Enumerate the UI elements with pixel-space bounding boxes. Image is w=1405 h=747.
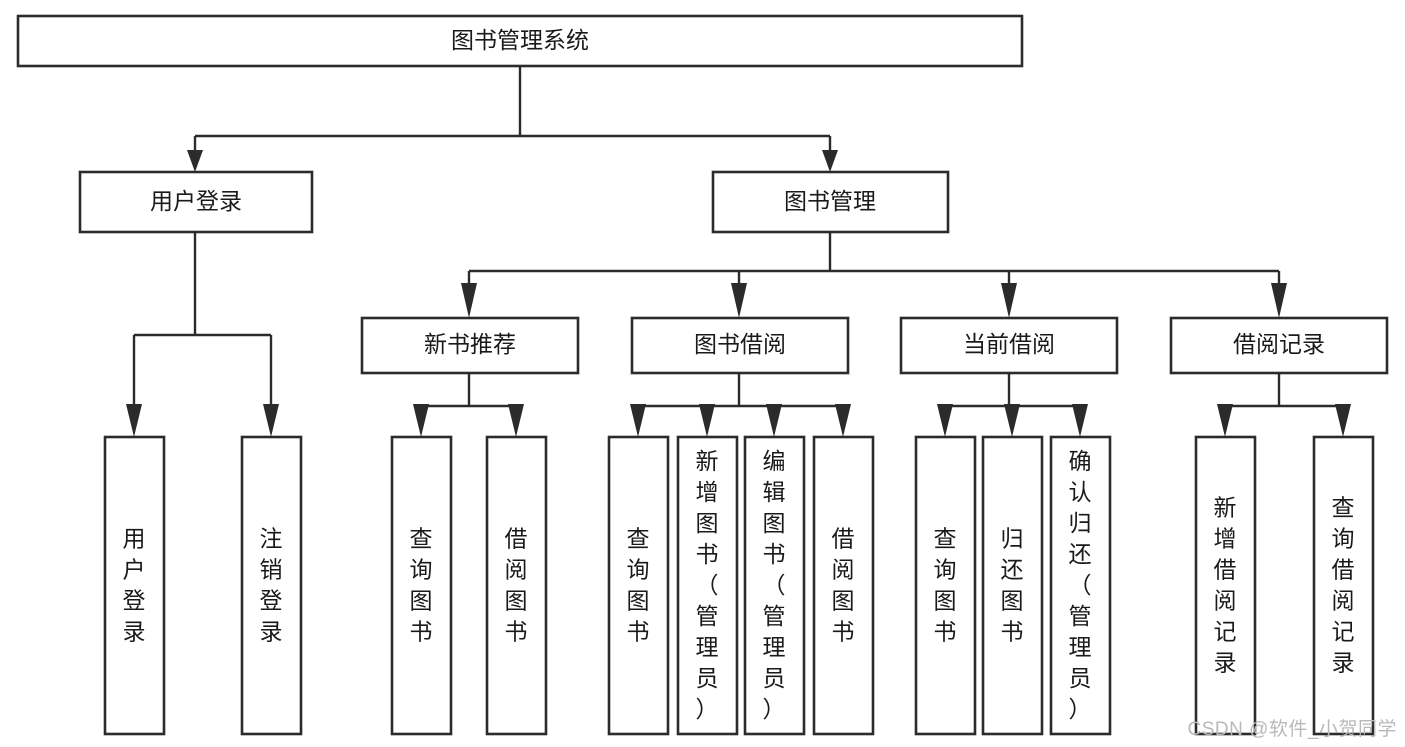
arrow-current-borrow — [1001, 283, 1017, 318]
arrow-user-login — [187, 150, 203, 172]
arrow-leaf-return-book — [1004, 404, 1020, 437]
arrow-new-book-rec — [461, 283, 477, 318]
arrowhead-layer — [126, 150, 1351, 437]
leaf-box-return-book[interactable] — [981, 435, 1044, 736]
leaf-label-user-login: 用户登录 — [123, 526, 146, 645]
leaf-label-query-record: 查询借阅记录 — [1332, 495, 1355, 676]
leaf-label-add-book: 新增图书（管理员） — [696, 448, 719, 722]
leaf-box-add-book[interactable] — [676, 435, 739, 736]
arrow-leaf-borrow-book-1 — [508, 404, 524, 437]
node-book-manage-label: 图书管理 — [784, 188, 876, 214]
leaf-box-confirm-return[interactable] — [1049, 435, 1112, 736]
leaf-box-layer — [103, 435, 1375, 736]
node-user-login[interactable]: 用户登录 — [78, 170, 314, 234]
leaf-label-confirm-return: 确认归还（管理员） — [1069, 448, 1092, 722]
node-current-borrow-label: 当前借阅 — [963, 331, 1055, 357]
leaf-label-logout: 注销登录 — [260, 526, 283, 645]
arrow-leaf-borrow-book-2 — [835, 404, 851, 437]
node-book-borrow-label: 图书借阅 — [694, 331, 786, 357]
leaf-box-logout[interactable] — [240, 435, 303, 736]
leaf-label-query-book-2: 查询图书 — [627, 526, 650, 645]
leaf-box-query-record[interactable] — [1312, 435, 1375, 736]
leaf-box-borrow-book-2[interactable] — [812, 435, 875, 736]
node-current-borrow[interactable]: 当前借阅 — [899, 316, 1119, 375]
arrow-leaf-add-record — [1217, 404, 1233, 437]
leaf-label-query-book-3: 查询图书 — [934, 526, 957, 645]
arrow-leaf-user-login — [126, 404, 142, 437]
leaf-label-query-book-1: 查询图书 — [410, 526, 433, 645]
leaf-box-user-login[interactable] — [103, 435, 166, 736]
leaf-label-edit-book: 编辑图书（管理员） — [763, 448, 786, 722]
arrow-leaf-add-book — [699, 404, 715, 437]
leaf-box-query-book-1[interactable] — [390, 435, 453, 736]
arrow-leaf-logout — [263, 404, 279, 437]
leaf-label-add-record: 新增借阅记录 — [1214, 495, 1237, 676]
leaf-box-query-book-2[interactable] — [607, 435, 670, 736]
leaf-label-borrow-book-2: 借阅图书 — [832, 526, 855, 645]
node-root[interactable]: 图书管理系统 — [16, 14, 1024, 68]
arrow-leaf-query-record — [1335, 404, 1351, 437]
node-borrow-record-label: 借阅记录 — [1233, 331, 1325, 357]
node-root-label: 图书管理系统 — [451, 27, 589, 53]
arrow-leaf-query-book-3 — [937, 404, 953, 437]
arrow-leaf-query-book-1 — [413, 404, 429, 437]
node-book-manage[interactable]: 图书管理 — [711, 170, 950, 234]
leaf-box-borrow-book-1[interactable] — [485, 435, 548, 736]
node-book-borrow[interactable]: 图书借阅 — [630, 316, 850, 375]
leaf-label-return-book: 归还图书 — [1001, 526, 1024, 645]
node-borrow-record[interactable]: 借阅记录 — [1169, 316, 1389, 375]
arrow-leaf-edit-book — [766, 404, 782, 437]
arrow-leaf-confirm-return — [1072, 404, 1088, 437]
leaf-box-edit-book[interactable] — [743, 435, 806, 736]
node-new-book-rec[interactable]: 新书推荐 — [360, 316, 580, 375]
leaf-box-query-book-3[interactable] — [914, 435, 977, 736]
leaf-label-layer: 用户登录 注销登录 查询图书 借阅图书 查询图书 新增图书（管理员） 编辑图书（… — [123, 448, 1355, 722]
leaf-box-add-record[interactable] — [1194, 435, 1257, 736]
arrow-book-manage — [822, 150, 838, 172]
arrow-leaf-query-book-2 — [630, 404, 646, 437]
arrow-borrow-record — [1271, 283, 1287, 318]
arrow-book-borrow — [731, 283, 747, 318]
leaf-label-borrow-book-1: 借阅图书 — [505, 526, 528, 645]
node-user-login-label: 用户登录 — [150, 188, 242, 214]
node-new-book-rec-label: 新书推荐 — [424, 331, 516, 357]
